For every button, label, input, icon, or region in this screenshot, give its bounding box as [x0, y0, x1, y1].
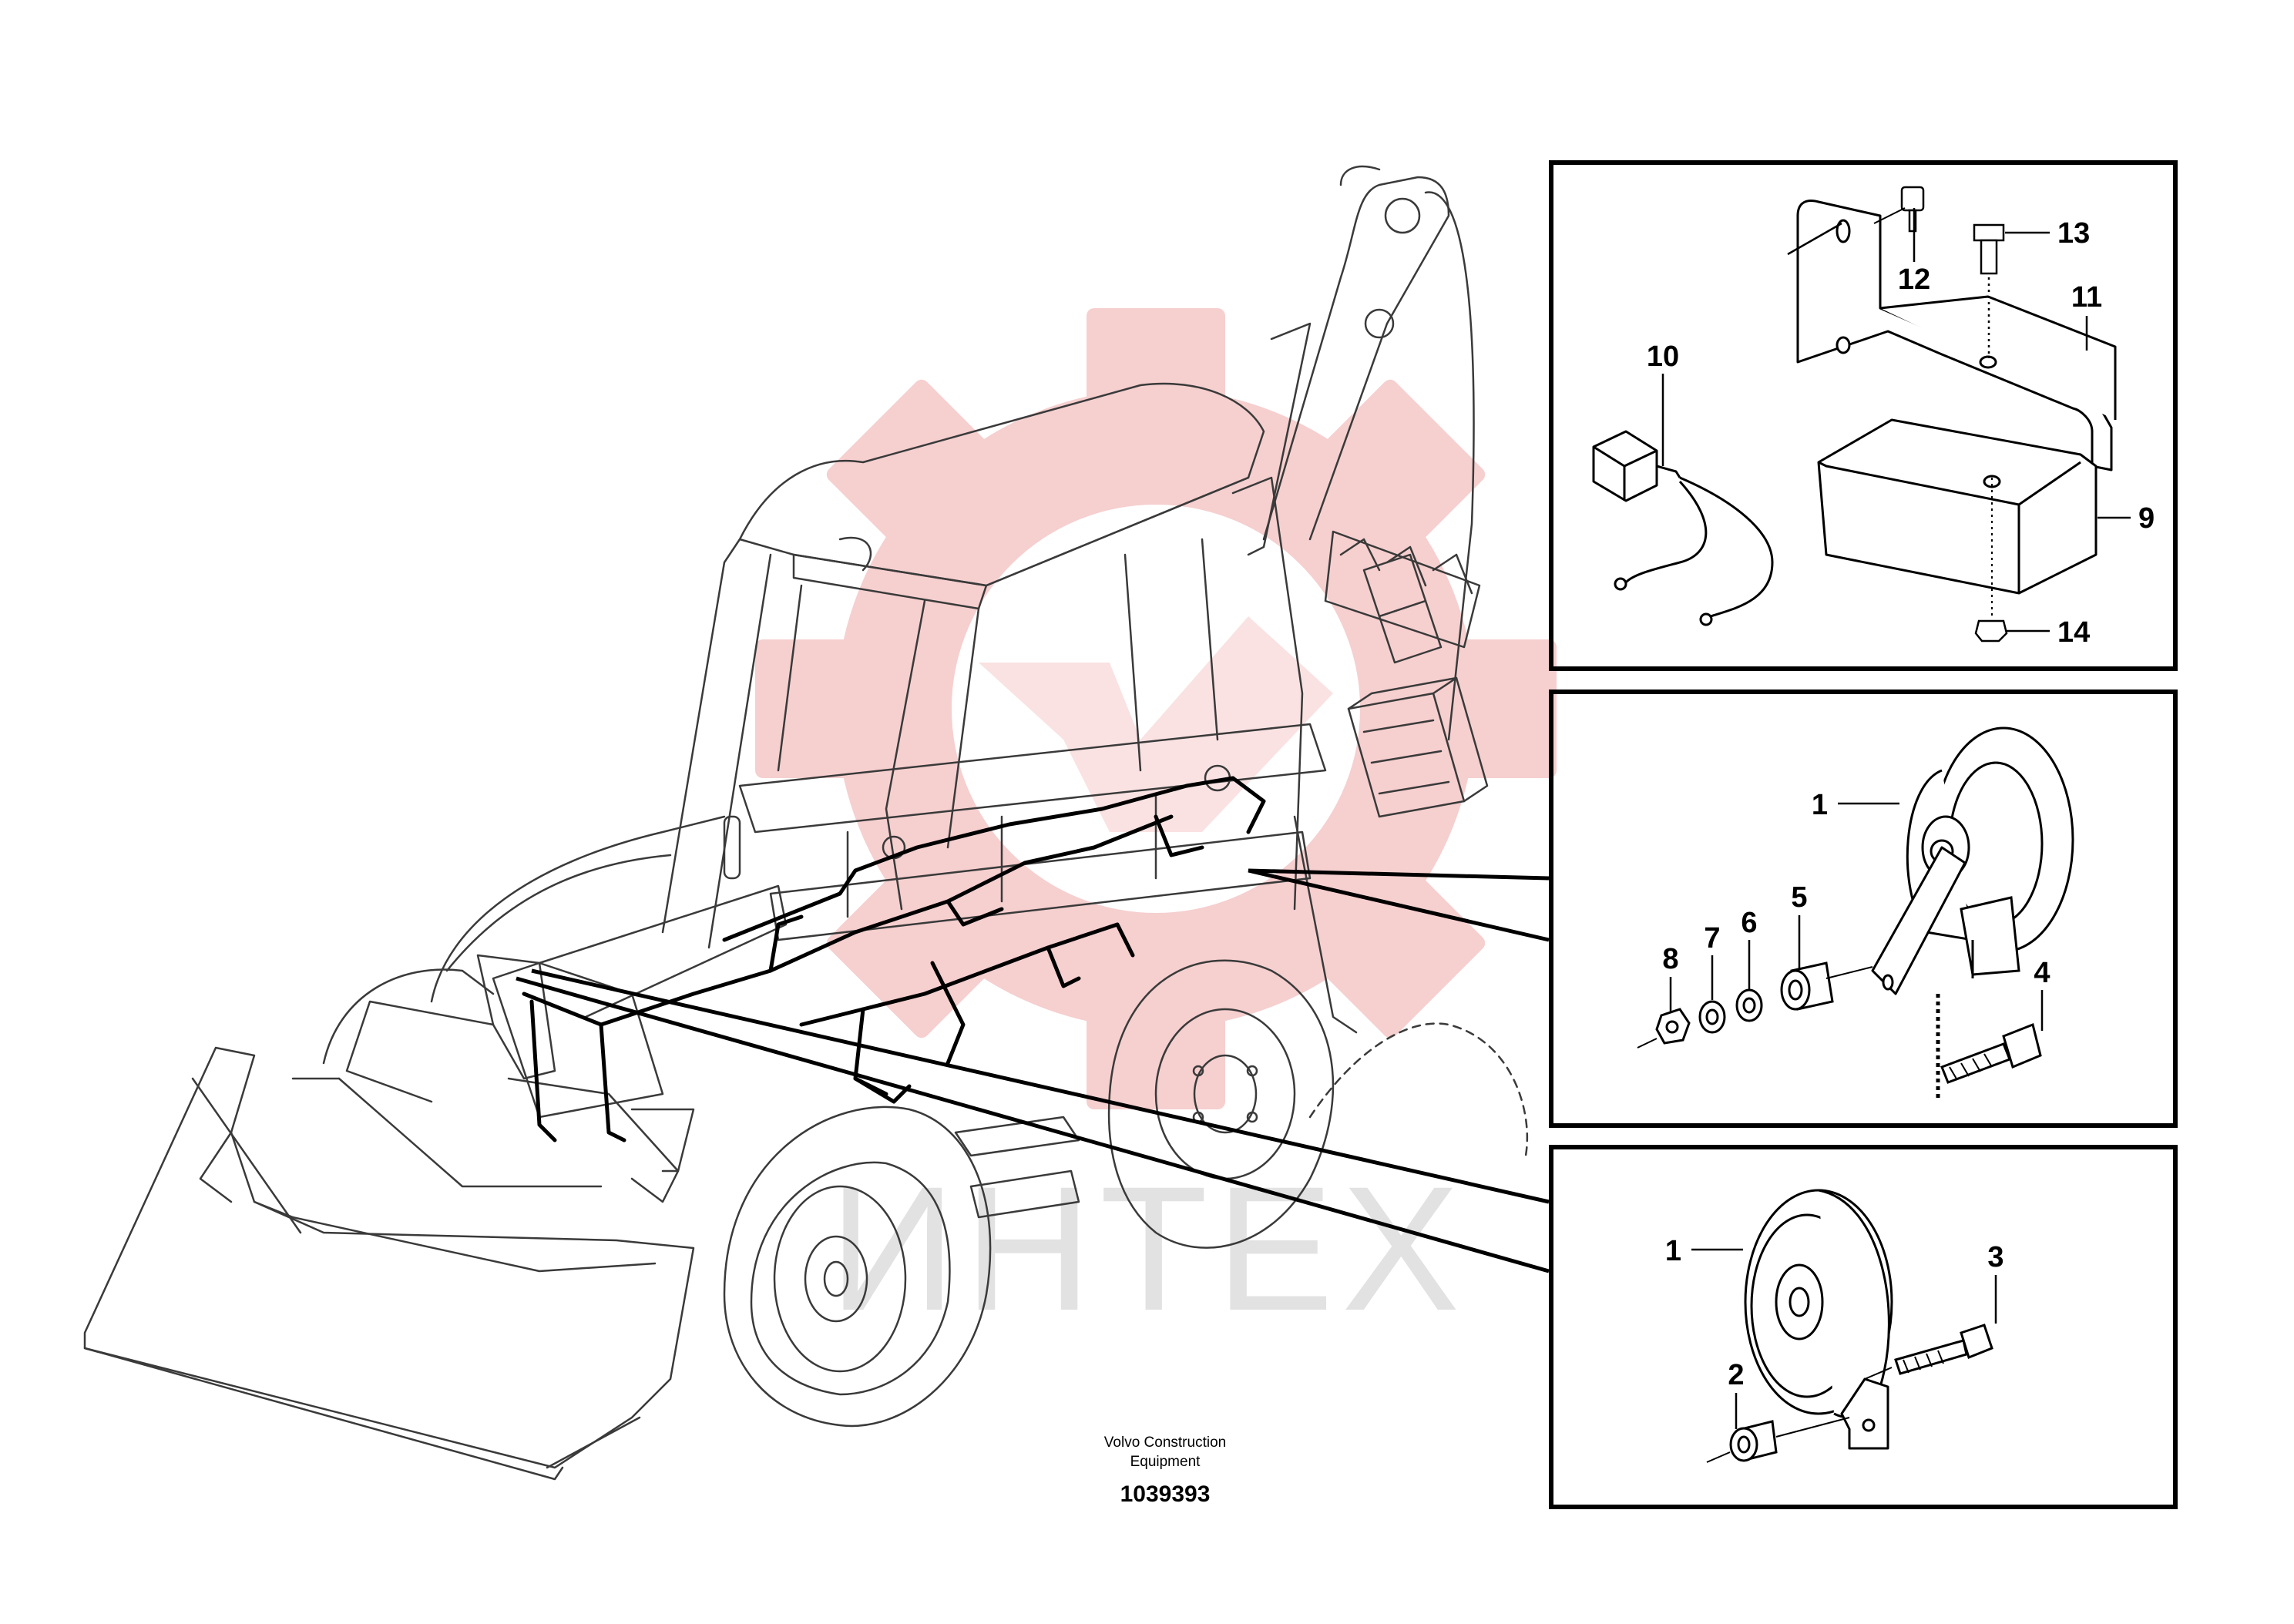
watermark-text: ИНТЕХ: [829, 1149, 1468, 1347]
callout-5-label: 5: [1791, 881, 1807, 914]
front-wheel: [723, 1106, 992, 1428]
callout-12-label: 12: [1898, 263, 1930, 296]
detail-panel-top: 10 12 13 11 9 14: [1549, 160, 2178, 671]
connector-harness-icon: [1592, 430, 1774, 626]
bolt-icon: [1864, 1324, 1993, 1380]
bolt-icon: [1873, 186, 1925, 233]
rear-wheel: [1107, 959, 1335, 1249]
spacer-icon: [1780, 961, 1873, 1011]
callout-14-label: 14: [2057, 616, 2090, 649]
hood: [430, 815, 726, 1003]
callout-5: 5: [1791, 881, 1808, 969]
callout-1-middle-label: 1: [1812, 789, 1828, 821]
callout-2: 2: [1728, 1359, 1745, 1429]
backhoe-boom: [1247, 165, 1481, 741]
callout-10: 10: [1647, 341, 1679, 466]
callout-4: 4: [2034, 957, 2050, 1031]
callout-7-label: 7: [1704, 922, 1720, 955]
cab: [661, 382, 1304, 949]
front-chassis: [492, 961, 695, 1173]
callout-10-label: 10: [1647, 341, 1679, 373]
callout-14: 14: [2007, 616, 2090, 649]
leader-lines: [516, 868, 1550, 1273]
callout-13-label: 13: [2057, 217, 2090, 250]
callout-8-label: 8: [1662, 943, 1678, 975]
spacer-icon: [1706, 1417, 1850, 1463]
bolt-icon: [1973, 223, 2005, 358]
callout-7: 7: [1704, 922, 1721, 1000]
watermark-gear-logo: [755, 308, 1557, 1109]
loader-arm: [345, 884, 788, 1203]
callout-1-bottom: 1: [1665, 1235, 1743, 1267]
nut-icon: [1637, 1008, 1691, 1049]
callout-1-bottom-label: 1: [1665, 1235, 1681, 1267]
nut-icon: [1974, 619, 2008, 643]
detail-panel-bottom: 1 3 2: [1549, 1145, 2178, 1509]
callout-3-label: 3: [1987, 1241, 2003, 1273]
control-valve-block: [1347, 676, 1489, 818]
washer-icon: [1698, 1000, 1726, 1034]
figure-number: 1039393: [1120, 1481, 1211, 1507]
detail-panel-middle: 1 8 7 6 5 4: [1549, 690, 2178, 1128]
backhoe-loader-illustration: [83, 165, 1529, 1481]
washer-icon: [1735, 988, 1763, 1022]
callout-6-label: 6: [1741, 907, 1757, 939]
callout-4-label: 4: [2034, 957, 2050, 989]
wiring-harness: [522, 776, 1266, 1143]
callout-11: 11: [2071, 281, 2102, 351]
bracket-icon: [1840, 1377, 1889, 1450]
bracket-icon: [1871, 846, 1967, 995]
callout-11-label: 11: [2071, 281, 2102, 314]
horn-icon: [1906, 726, 2074, 978]
bolt-icon: [1940, 1022, 2042, 1084]
callout-3: 3: [1987, 1241, 2004, 1324]
figure-credit: Volvo Construction Equipment 1039393: [1104, 1434, 1226, 1507]
callout-13: 13: [2005, 217, 2090, 250]
callout-9: 9: [2098, 502, 2155, 535]
bracket-icon: [1796, 200, 2117, 471]
box-icon: [1817, 418, 2098, 595]
horn-icon: [1744, 1189, 1893, 1418]
callout-9-label: 9: [2138, 502, 2155, 535]
callout-12: 12: [1898, 208, 1930, 296]
credit-company-line1: Volvo Construction: [1104, 1434, 1226, 1451]
callout-6: 6: [1741, 907, 1758, 989]
loader-bucket: [83, 1046, 695, 1481]
callout-2-label: 2: [1728, 1359, 1744, 1391]
callout-1-middle: 1: [1812, 789, 1899, 821]
callout-8: 8: [1662, 943, 1679, 1013]
credit-company-line2: Equipment: [1130, 1454, 1201, 1470]
